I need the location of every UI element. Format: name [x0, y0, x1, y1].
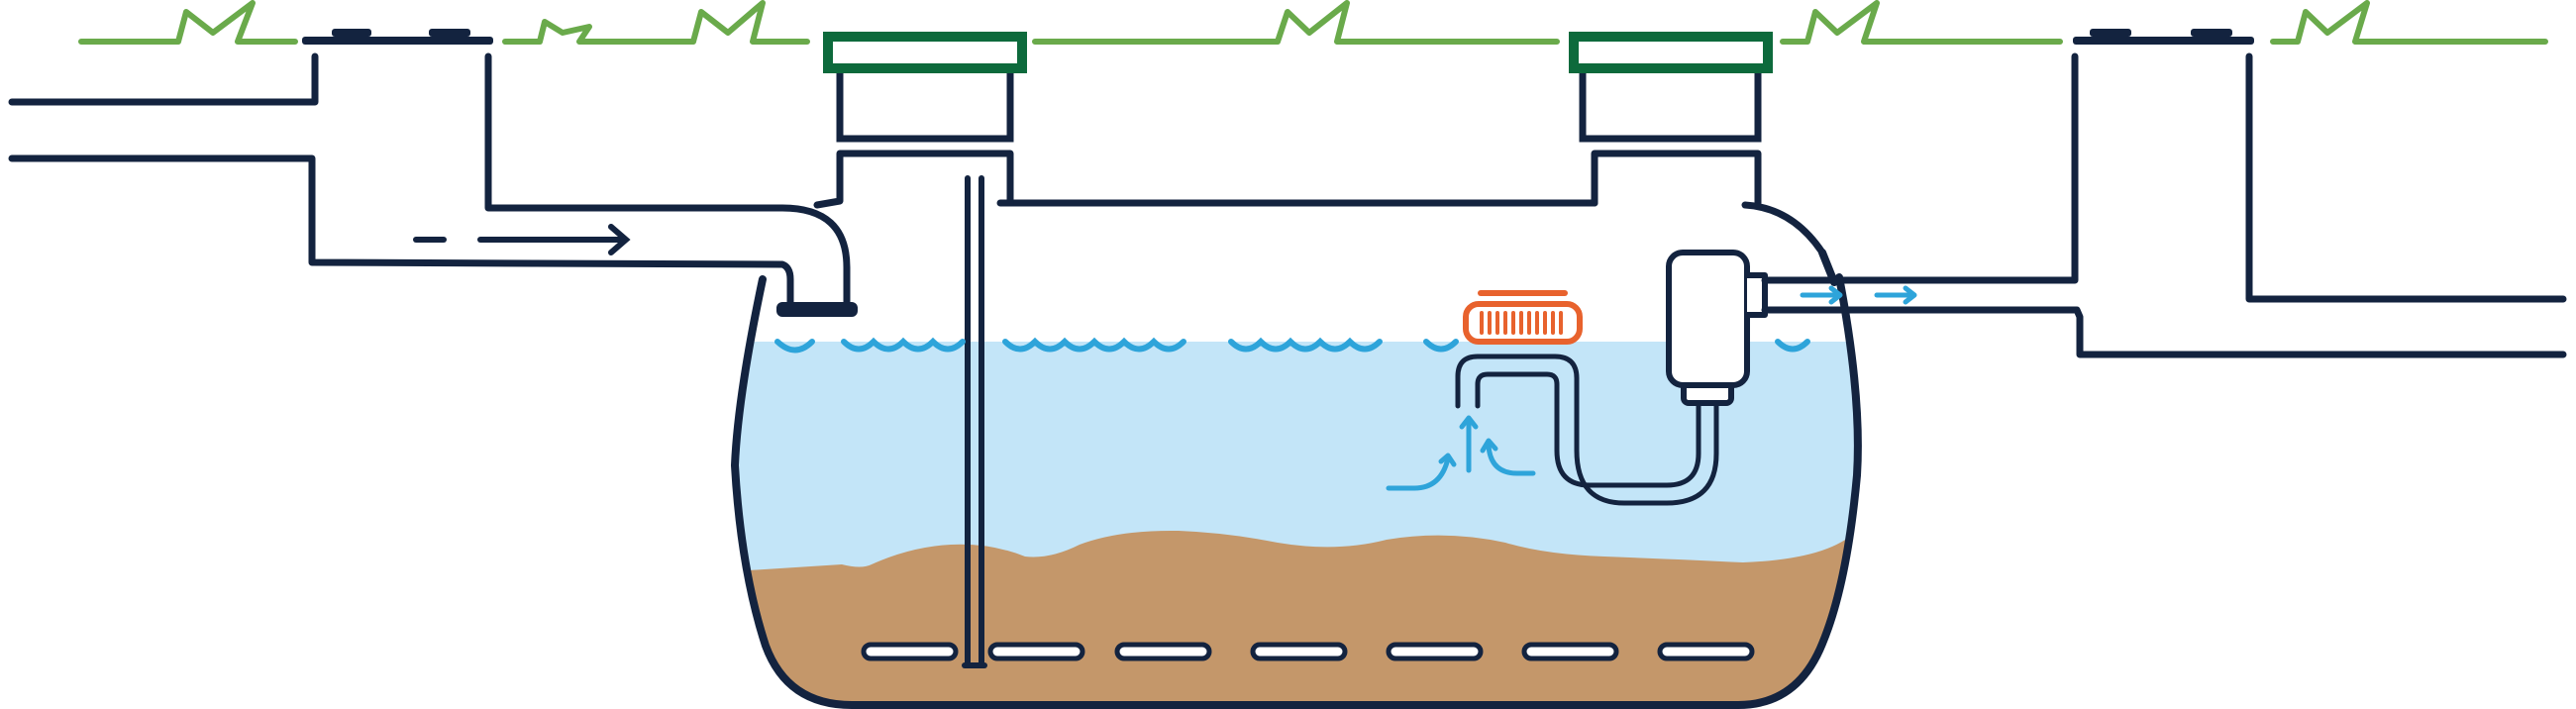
tank-top [813, 150, 1826, 256]
cleanout-cap-right [2073, 29, 2254, 45]
sludge-layer [735, 530, 1858, 705]
septic-tank [730, 273, 1862, 709]
riser-left [823, 32, 1027, 143]
effluent-filter [1463, 290, 1583, 345]
upflow-arrow-icon [1386, 415, 1536, 491]
pump-vault [1666, 250, 1768, 406]
riser-lid-right [1569, 32, 1773, 73]
wave-icon [774, 337, 1810, 354]
inlet-tee-cap [776, 302, 858, 317]
inlet-pipe [8, 52, 851, 307]
cleanout-cap-left [302, 29, 493, 45]
riser-lid-left [823, 32, 1027, 73]
floor-slots [861, 642, 1755, 661]
outlet-pipe [1761, 52, 2567, 358]
inlet-flow-arrow-icon [413, 224, 631, 255]
ground-line [78, 0, 2548, 45]
intake-pipe [1455, 354, 1719, 506]
outlet-flow-arrow-icon [1800, 285, 1917, 305]
riser-right [1569, 32, 1773, 143]
baffle [962, 175, 987, 668]
